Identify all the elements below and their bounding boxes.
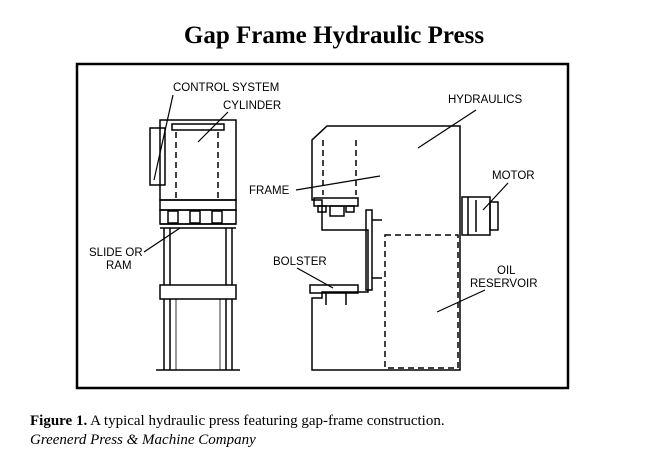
label-oil: OIL [497, 265, 516, 277]
label-motor: MOTOR [492, 170, 535, 182]
figure-title: Gap Frame Hydraulic Press [183, 22, 485, 49]
crown [159, 119, 237, 201]
press-diagram: CONTROL SYSTEM CYLINDER HYDRAULICS MOTOR… [75, 62, 570, 390]
figure-label: Figure 1. [30, 413, 88, 429]
label-slide-or: SLIDE OR [89, 247, 143, 259]
label-control-system: CONTROL SYSTEM [173, 82, 279, 94]
label-hydraulics: HYDRAULICS [448, 94, 522, 106]
caption-credit: Greenerd Press & Machine Company [30, 432, 256, 448]
caption-text: A typical hydraulic press featuring gap-… [87, 413, 445, 429]
label-cylinder: CYLINDER [223, 100, 281, 112]
label-reservoir: RESERVOIR [470, 278, 538, 290]
label-ram: RAM [106, 260, 132, 272]
side-bolster [309, 284, 359, 294]
label-frame: FRAME [249, 185, 290, 197]
label-bolster: BOLSTER [273, 256, 327, 268]
front-view-press [149, 119, 240, 371]
front-bolster [159, 284, 237, 300]
oil-reservoir [384, 234, 459, 369]
slide-ram [159, 209, 237, 225]
gap-frame-outline [311, 125, 461, 371]
leader-lines [143, 94, 509, 313]
diagram-border [75, 62, 570, 390]
hydraulic-pipe [365, 209, 373, 291]
side-view-press [309, 125, 499, 371]
side-ram [313, 197, 359, 207]
figure-caption: Figure 1. A typical hydraulic press feat… [30, 412, 445, 450]
control-system-box [149, 127, 166, 186]
